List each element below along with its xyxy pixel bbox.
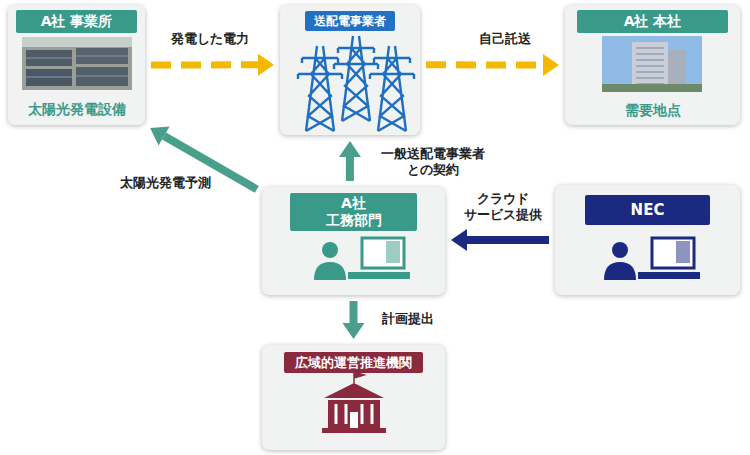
box-caption: 太陽光発電設備 — [8, 98, 145, 120]
solar-photo — [22, 37, 132, 90]
edge-label: 一般送配電事業者 との契約 — [368, 142, 498, 182]
arrow-head — [343, 323, 365, 339]
monitor-screen — [386, 241, 400, 263]
box-heading: A社 本社 — [577, 10, 728, 33]
box-heading: 送配電事業者 — [305, 11, 395, 31]
tower-symbol — [298, 46, 342, 131]
connector-arrow — [339, 141, 361, 181]
box-heading: A社 工務部門 — [290, 193, 417, 231]
flag-symbol — [354, 372, 364, 383]
edge-label: 太陽光発電予測 — [100, 172, 230, 194]
building-roof — [324, 383, 384, 398]
box-heading: A社 事業所 — [16, 10, 137, 33]
solar-panel — [26, 69, 72, 86]
building-ground — [602, 84, 702, 92]
occto-box: 広域的運営推進機関 — [262, 345, 445, 450]
edge-label: クラウド サービス提供 — [455, 187, 550, 227]
monitor-screen — [676, 241, 690, 263]
monitor-symbol — [362, 238, 404, 268]
connector-arrow — [343, 301, 365, 339]
solar-panel — [26, 50, 72, 66]
tower-symbol — [334, 36, 378, 121]
connector-line — [426, 61, 543, 68]
box-heading: 広域的運営推進機関 — [284, 352, 423, 373]
nec-box: NEC — [555, 185, 740, 295]
connector-line — [350, 301, 358, 323]
monitor-symbol — [652, 238, 694, 268]
arrow-head — [258, 54, 274, 76]
box-caption: 需要地点 — [565, 99, 740, 121]
grid-operator-box: 送配電事業者 — [280, 5, 420, 135]
building-pillars — [336, 404, 372, 424]
engineering-dept-box: A社 工務部門 — [262, 187, 445, 295]
building-body — [328, 400, 380, 428]
building-windows — [636, 48, 664, 84]
arrow-head — [543, 54, 559, 76]
connector-arrow — [426, 54, 559, 76]
headquarters-box: A社 本社需要地点 — [565, 5, 740, 125]
building-tower — [632, 42, 668, 92]
person-head — [322, 242, 338, 258]
edge-label: 発電した電力 — [155, 28, 265, 50]
keyboard-symbol — [638, 272, 700, 279]
arrow-head — [150, 126, 169, 145]
solar-panel — [76, 67, 128, 86]
person-body — [604, 262, 636, 280]
connector-line — [151, 61, 258, 68]
edge-label: 計画提出 — [368, 308, 448, 330]
site-box: A社 事業所太陽光発電設備 — [8, 5, 145, 125]
connector-line — [346, 157, 354, 181]
box-heading: NEC — [585, 195, 710, 225]
connector-line — [467, 236, 549, 244]
tower-symbol — [370, 46, 414, 131]
building-base — [322, 428, 386, 433]
panel-lines — [26, 56, 128, 77]
person-head — [612, 242, 628, 258]
connector-arrow — [451, 229, 549, 251]
arrow-head — [339, 141, 361, 157]
solar-panel — [76, 48, 128, 64]
keyboard-symbol — [348, 272, 410, 279]
building-side — [668, 50, 686, 92]
photo-sky — [22, 37, 132, 47]
building-photo — [602, 36, 702, 92]
edge-label: 自己託送 — [455, 28, 555, 50]
person-body — [314, 262, 346, 280]
connector-arrow — [151, 54, 274, 76]
arrow-head — [451, 229, 467, 251]
building-door — [350, 412, 358, 428]
